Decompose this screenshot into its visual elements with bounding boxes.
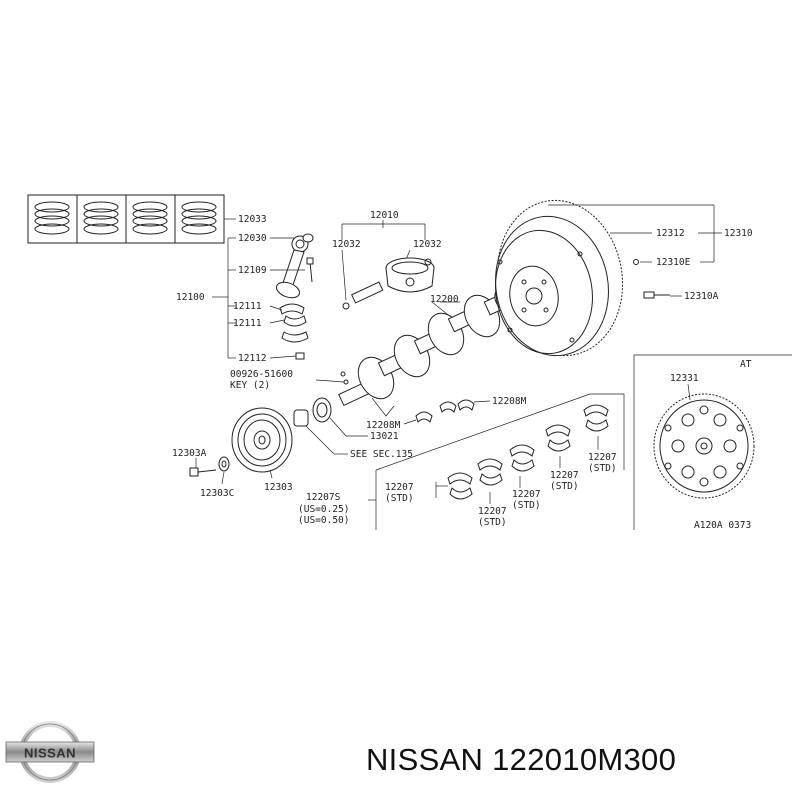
label-12010: 12010 [370, 210, 399, 221]
label-12310a: 12310A [684, 291, 719, 302]
label-key-qty: KEY (2) [230, 380, 270, 391]
bearing-pair-5 [583, 404, 609, 450]
label-bearing-3: 12207 [512, 489, 541, 500]
label-bearing-5-std: (STD) [588, 463, 617, 474]
label-12200: 12200 [430, 294, 459, 305]
label-bearing-1-std: (STD) [385, 493, 414, 504]
label-bearing-4: 12207 [550, 470, 579, 481]
bearing-pair-2 [477, 458, 503, 504]
label-us050: (US=0.50) [298, 515, 349, 526]
label-12100: 12100 [176, 292, 205, 303]
piston [341, 220, 435, 310]
label-13021: 13021 [370, 431, 399, 442]
bearing-pair-3 [509, 444, 535, 488]
label-12312: 12312 [656, 228, 685, 239]
bearing-pair-4 [545, 424, 571, 468]
label-12030: 12030 [238, 233, 267, 244]
label-12331: 12331 [670, 373, 699, 384]
label-12303: 12303 [264, 482, 293, 493]
label-12207s: 12207S [306, 492, 341, 503]
label-12111-upper: 12111 [233, 301, 262, 312]
label-12310: 12310 [724, 228, 753, 239]
ring-stack-3 [132, 201, 168, 235]
label-bearing-2-std: (STD) [478, 517, 507, 528]
label-bearing-5: 12207 [588, 452, 617, 463]
logo-text: NISSAN [24, 746, 76, 761]
crankshaft [338, 288, 515, 417]
label-12032-left: 12032 [332, 239, 361, 250]
rod-bearing-shells [269, 303, 309, 360]
drive-plate [653, 393, 755, 499]
label-12208m-upper: 12208M [492, 396, 527, 407]
at-inset [633, 354, 792, 530]
label-key-part: 00926-51600 [230, 369, 293, 380]
ring-stack-4 [181, 201, 217, 235]
label-12303c: 12303C [200, 488, 234, 499]
label-12111-lower: 12111 [233, 318, 262, 329]
label-12208m-lower: 12208M [366, 420, 401, 431]
connecting-rod [270, 233, 314, 299]
flywheel [495, 199, 624, 357]
connecting-rod-bracket [212, 237, 236, 359]
label-us025: (US=0.25) [298, 504, 349, 515]
label-12303a: 12303A [172, 448, 207, 459]
ring-stack-2 [83, 201, 119, 235]
part-title: NISSAN 122010M300 [366, 742, 677, 777]
diagram-code: A120A 0373 [694, 520, 751, 531]
label-bearing-3-std: (STD) [512, 500, 541, 511]
sprocket [293, 409, 348, 455]
label-12109: 12109 [238, 265, 267, 276]
oil-seal [312, 397, 368, 437]
label-12032-right: 12032 [413, 239, 442, 250]
label-12310e: 12310E [656, 257, 691, 268]
ring-stack-1 [34, 201, 70, 235]
main-bearing-set [368, 393, 625, 530]
label-bearing-1: 12207 [385, 482, 414, 493]
flywheel-bolt [643, 291, 682, 299]
label-bearing-2: 12207 [478, 506, 507, 517]
label-see-sec: SEE SEC.135 [350, 449, 413, 460]
pulley-bolt [189, 456, 230, 485]
piston-ring-set [27, 194, 236, 244]
bearing-pair-1 [435, 472, 473, 500]
crank-pulley [231, 407, 293, 479]
thrust-washers [403, 399, 491, 425]
inset-label-at: AT [740, 359, 752, 370]
label-bearing-4-std: (STD) [550, 481, 579, 492]
nissan-logo: NISSAN [5, 721, 95, 783]
label-12033: 12033 [238, 214, 267, 225]
label-12112: 12112 [238, 353, 267, 364]
